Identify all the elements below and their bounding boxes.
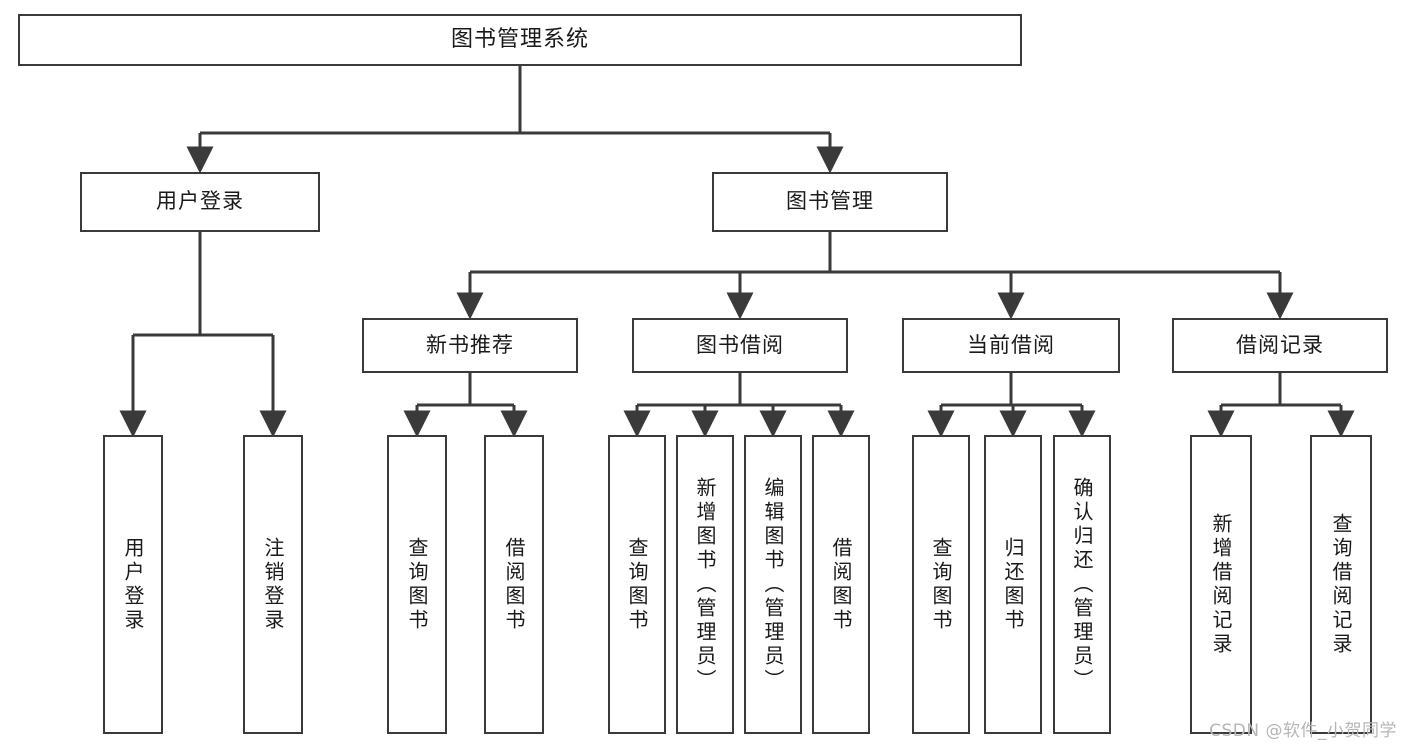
leaf-user-logout[interactable]: 注销登录 <box>243 435 303 734</box>
leaf-query-book-recommend[interactable]: 查询图书 <box>387 435 447 734</box>
leaf-label: 编辑图书（管理员） <box>761 476 785 693</box>
leaf-label: 查询借阅记录 <box>1329 512 1353 657</box>
leaf-label: 确认归还（管理员） <box>1070 476 1094 693</box>
node-borrow-record-label: 借阅记录 <box>1236 332 1324 357</box>
leaf-query-book[interactable]: 查询图书 <box>608 435 666 734</box>
watermark: CSDN @软件_小贺同学 <box>1209 721 1397 741</box>
leaf-label: 新增图书（管理员） <box>693 476 717 693</box>
leaf-add-book-admin[interactable]: 新增图书（管理员） <box>676 435 734 734</box>
leaf-add-borrow-record[interactable]: 新增借阅记录 <box>1190 435 1252 734</box>
node-current-borrow[interactable]: 当前借阅 <box>902 318 1120 373</box>
leaf-label: 查询图书 <box>405 536 429 633</box>
node-borrow-record[interactable]: 借阅记录 <box>1172 318 1388 373</box>
node-user-login[interactable]: 用户登录 <box>80 172 320 232</box>
leaf-confirm-return-admin[interactable]: 确认归还（管理员） <box>1053 435 1111 734</box>
leaf-borrow-book-recommend[interactable]: 借阅图书 <box>484 435 544 734</box>
node-user-login-label: 用户登录 <box>156 189 244 214</box>
node-new-book-recommend[interactable]: 新书推荐 <box>362 318 578 373</box>
leaf-label: 查询图书 <box>625 536 649 633</box>
leaf-query-borrow-record[interactable]: 查询借阅记录 <box>1310 435 1372 734</box>
node-book-borrow-label: 图书借阅 <box>696 332 784 357</box>
leaf-label: 注销登录 <box>261 536 285 633</box>
leaf-user-login[interactable]: 用户登录 <box>103 435 163 734</box>
node-book-management-label: 图书管理 <box>786 189 874 214</box>
leaf-label: 借阅图书 <box>502 536 526 633</box>
leaf-label: 查询图书 <box>929 536 953 633</box>
leaf-edit-book-admin[interactable]: 编辑图书（管理员） <box>744 435 802 734</box>
leaf-borrow-book[interactable]: 借阅图书 <box>812 435 870 734</box>
node-root-label: 图书管理系统 <box>450 26 589 52</box>
node-root[interactable]: 图书管理系统 <box>18 14 1022 66</box>
leaf-label: 新增借阅记录 <box>1209 512 1233 657</box>
leaf-return-book[interactable]: 归还图书 <box>984 435 1042 734</box>
node-new-book-recommend-label: 新书推荐 <box>426 332 514 357</box>
leaf-label: 用户登录 <box>121 536 145 633</box>
node-book-borrow[interactable]: 图书借阅 <box>632 318 848 373</box>
leaf-label: 归还图书 <box>1001 536 1025 633</box>
leaf-query-book-current[interactable]: 查询图书 <box>912 435 970 734</box>
node-book-management[interactable]: 图书管理 <box>712 172 948 232</box>
leaf-label: 借阅图书 <box>829 536 853 633</box>
node-current-borrow-label: 当前借阅 <box>967 332 1055 357</box>
